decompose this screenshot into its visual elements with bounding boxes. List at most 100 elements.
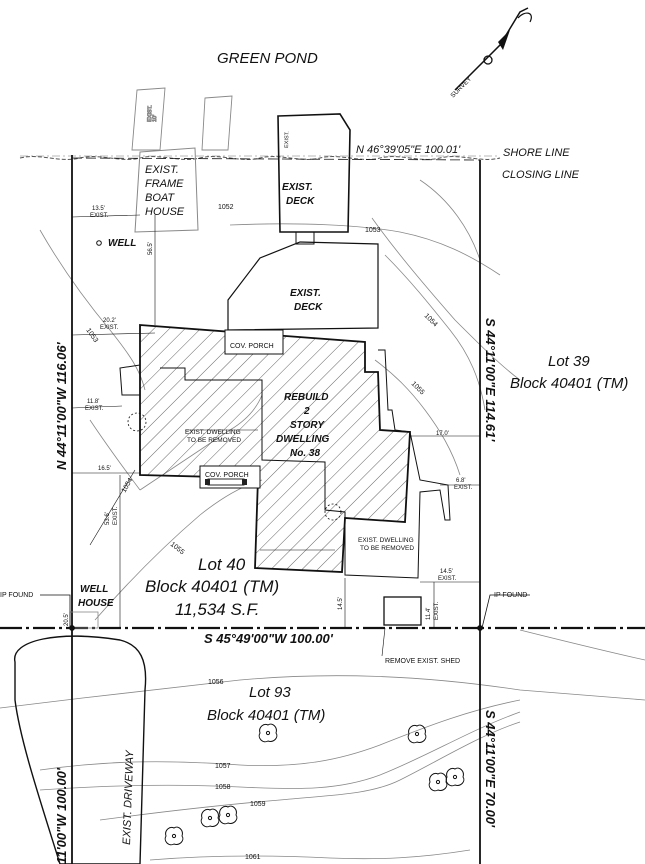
contour-label-1054-right: 1054 — [423, 312, 439, 328]
contour-1058 — [39, 711, 521, 791]
tree-icon — [258, 723, 278, 743]
exist-dwelling-right-1: EXIST. DWELLING — [358, 537, 414, 544]
lot40-label: Lot 40 — [198, 555, 246, 574]
lot93-label: Lot 93 — [249, 684, 291, 701]
well: WELL — [96, 238, 136, 249]
property-lines — [0, 155, 645, 864]
bearing-east: S 44°11'00"E 114.61' — [483, 318, 498, 442]
contour-label-1054-left: 1054 — [121, 477, 135, 494]
dim-14-5b: 14.5' — [338, 597, 344, 610]
contour-1053-top — [229, 223, 501, 276]
water-body-label: GREEN POND — [217, 50, 318, 67]
shore-line — [19, 155, 501, 160]
shore-line-label: SHORE LINE — [503, 147, 570, 159]
lot39-block: Block 40401 (TM) — [510, 375, 628, 392]
dock: 10' EXIST. — [131, 87, 233, 151]
contour-label-1053-left: 1053 — [84, 327, 99, 344]
contour-1054-right — [384, 254, 486, 411]
driveway: EXIST. DRIVEWAY — [14, 635, 147, 864]
existing-dwelling — [119, 349, 451, 579]
main-deck-label-1: EXIST. — [290, 288, 321, 299]
north-arrow-label: SURVEY — [449, 75, 473, 99]
contour-label-1061: 1061 — [245, 854, 261, 861]
well-icon — [96, 240, 102, 246]
contour-label-1052: 1052 — [218, 204, 234, 211]
contour-1053-left — [39, 229, 146, 391]
contour-label-1056: 1056 — [208, 679, 224, 686]
bearing-west: N 44°11'00"W 116.06' — [54, 341, 69, 470]
bearing-east-lower: S 44°11'00"E 70.00' — [483, 710, 498, 828]
dim-53-6-exist: EXIST. — [113, 506, 119, 525]
dim-11-8: 11.8' — [87, 399, 99, 405]
well-house-label-1: WELL — [80, 584, 108, 595]
contour-1056 — [0, 675, 645, 709]
dim-20-2-exist: EXIST. — [100, 325, 119, 331]
remove-shed-label: REMOVE EXIST. SHED — [385, 658, 460, 665]
contour-1061 — [149, 849, 471, 861]
dim-13-5: 13.5' — [92, 206, 105, 212]
lot40-area: 11,534 S.F. — [175, 600, 259, 619]
dim-20-2: 20.2' — [103, 318, 116, 324]
tree-icon — [164, 826, 184, 846]
cov-porch-top — [224, 329, 284, 355]
dim-6-8: 6.8' — [456, 478, 466, 484]
exist-dwelling-left-1: EXIST. DWELLING — [185, 429, 241, 436]
dimension-labels: 13.5' EXIST. 20.2' EXIST. 11.8' EXIST. 1… — [64, 206, 473, 626]
contour-label-1059: 1059 — [250, 801, 266, 808]
new-dwelling: COV. PORCH COV. PORCH REBUILD 2 STORY DW… — [139, 324, 411, 573]
trees — [164, 723, 465, 846]
dock-dim-exist: EXIST. — [147, 105, 154, 122]
ip-markers — [40, 594, 530, 631]
boat-house-label-4: HOUSE — [145, 206, 185, 218]
well-house: WELL HOUSE — [69, 584, 114, 629]
boat-house-label-3: BOAT — [145, 192, 175, 204]
dimension-lines — [71, 214, 480, 657]
cov-porch-top-label: COV. PORCH — [230, 343, 274, 350]
lot40-block: Block 40401 (TM) — [145, 577, 279, 596]
ip-found-left: IP FOUND — [0, 592, 33, 599]
contour-1055-right — [374, 359, 461, 476]
boat-house-label-1: EXIST. — [145, 164, 179, 176]
boat-house-label-2: FRAME — [145, 178, 184, 190]
dim-14-5: 14.5' — [440, 569, 453, 575]
tree-icon — [445, 767, 465, 787]
dwelling-hatch — [139, 324, 411, 573]
exist-dwelling-right-2: TO BE REMOVED — [360, 545, 414, 552]
main-deck: EXIST. DECK — [227, 241, 379, 331]
dim-53-6: 53.6' — [105, 512, 111, 525]
main-deck-label-2: DECK — [294, 302, 323, 313]
porch-steps — [207, 478, 245, 486]
upper-deck: EXIST. DECK EXIST. — [277, 113, 351, 245]
contour-label-1057: 1057 — [215, 763, 231, 770]
driveway-label: EXIST. DRIVEWAY — [121, 750, 136, 846]
dim-11-4: 11.4' — [426, 608, 432, 620]
contour-label-1053-top: 1053 — [365, 227, 381, 234]
upper-deck-label-1: EXIST. — [282, 182, 313, 193]
tree-icon — [428, 772, 448, 792]
rebuild-label-4: DWELLING — [276, 434, 330, 445]
bearing-west-lower: 11'00"W 100.00' — [54, 767, 69, 864]
contour-label-1055-left: 1055 — [169, 541, 186, 556]
rebuild-label-1: REBUILD — [284, 392, 328, 403]
dim-14-5-exist: EXIST. — [438, 576, 457, 582]
dock-left — [131, 87, 166, 151]
well-house-label-2: HOUSE — [78, 598, 114, 609]
tree-icon — [200, 808, 220, 828]
boat-house: EXIST. FRAME BOAT HOUSE — [134, 147, 199, 233]
dim-20-5: 20.5' — [64, 613, 70, 626]
tree-icon — [218, 805, 238, 825]
ip-found-right: IP FOUND — [494, 592, 527, 599]
upper-deck-dim: EXIST. — [284, 131, 291, 148]
contour-east-b — [519, 629, 645, 661]
contour-1053-right — [371, 217, 521, 381]
exist-dwelling-left-2: TO BE REMOVED — [187, 437, 241, 444]
shed — [383, 596, 422, 626]
contour-lines — [0, 179, 645, 861]
dock-right — [201, 95, 233, 151]
lot93-block: Block 40401 (TM) — [207, 707, 325, 724]
rebuild-label-5: No. 38 — [290, 448, 320, 459]
contour-1059 — [99, 721, 521, 821]
well-label: WELL — [108, 238, 136, 249]
contour-1057 — [39, 699, 521, 771]
